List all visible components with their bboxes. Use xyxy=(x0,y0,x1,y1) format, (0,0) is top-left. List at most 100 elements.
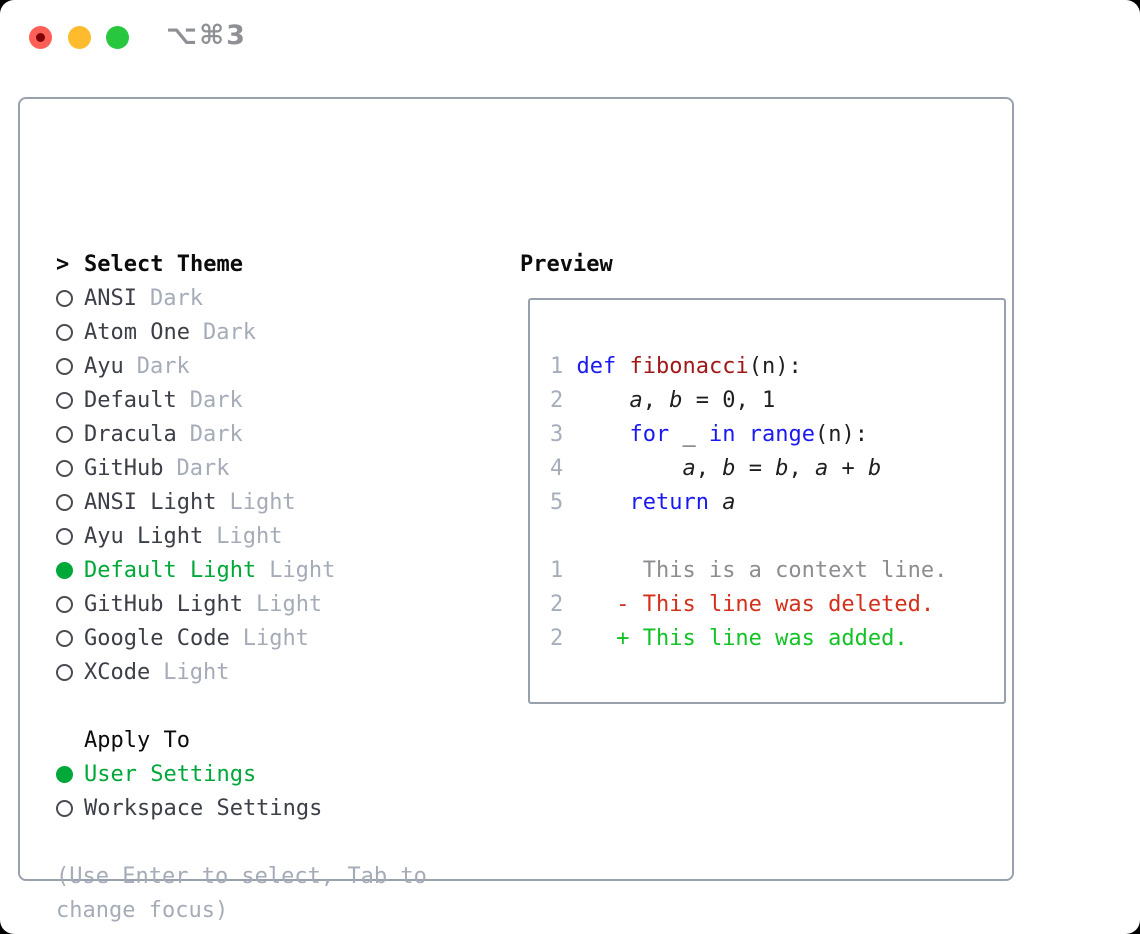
select-theme-title: Select Theme xyxy=(84,251,243,277)
code-token: This is a context line. xyxy=(563,557,948,583)
help-text-line1: (Use Enter to select, Tab to xyxy=(56,863,427,889)
radio-icon xyxy=(56,323,73,341)
theme-variant-tag: Light xyxy=(269,557,336,583)
theme-option-label: Default xyxy=(84,387,177,413)
theme-option-label: Dracula xyxy=(84,421,177,447)
code-token: a xyxy=(629,387,643,413)
radio-icon xyxy=(56,459,73,477)
radio-icon xyxy=(56,629,73,647)
code-line: 2 a, b = 0, 1 xyxy=(550,383,947,417)
code-token: b xyxy=(669,387,683,413)
code-token: (n): xyxy=(814,421,868,447)
code-line: 5 return a xyxy=(550,485,947,519)
theme-option-label: GitHub xyxy=(84,455,164,481)
theme-variant-tag: Light xyxy=(163,659,230,685)
keyboard-shortcut-label: ⌥⌘3 xyxy=(166,20,247,51)
prompt-indicator: > xyxy=(56,251,70,277)
apply-option-workspace-settings[interactable]: Workspace Settings xyxy=(56,791,427,825)
code-token: = 0, 1 xyxy=(682,387,776,413)
theme-option-label: Ayu Light xyxy=(84,523,204,549)
theme-option-label: ANSI xyxy=(84,285,137,311)
apply-to-title: Apply To xyxy=(84,727,190,753)
code-line: 2 + This line was added. xyxy=(550,621,947,655)
theme-option-ansi-light[interactable]: ANSI Light Light xyxy=(56,485,427,519)
theme-option-label: Google Code xyxy=(84,625,230,651)
apply-option-user-settings[interactable]: User Settings xyxy=(56,757,427,791)
code-token: a xyxy=(722,489,736,515)
close-dot-icon xyxy=(36,33,45,42)
radio-icon xyxy=(56,391,73,409)
code-line: 1 This is a context line. xyxy=(550,553,947,587)
radio-icon xyxy=(56,527,73,545)
spacer xyxy=(56,825,427,859)
code-token xyxy=(563,388,629,413)
radio-icon xyxy=(56,357,73,375)
spacer xyxy=(56,689,427,723)
line-number: 2 xyxy=(550,387,564,413)
code-token: _ xyxy=(669,421,709,447)
radio-icon xyxy=(56,425,73,443)
code-token: + xyxy=(828,455,868,481)
select-theme-header: > Select Theme xyxy=(56,247,427,281)
code-token: + This line was added. xyxy=(563,625,908,651)
theme-variant-tag: Light xyxy=(242,625,309,651)
help-text-line2: change focus) xyxy=(56,897,229,923)
code-line: 1 def fibonacci(n): xyxy=(550,349,947,383)
theme-variant-tag: Dark xyxy=(136,353,190,379)
code-token: , xyxy=(642,387,670,413)
code-token: b xyxy=(867,455,882,481)
radio-icon xyxy=(56,799,73,817)
theme-option-default[interactable]: Default Dark xyxy=(56,383,427,417)
code-token: fibonacci xyxy=(629,353,749,379)
radio-icon xyxy=(56,663,73,681)
theme-variant-tag: Light xyxy=(229,489,296,515)
code-token xyxy=(563,456,682,481)
theme-option-ayu[interactable]: Ayu Dark xyxy=(56,349,427,383)
titlebar: ⌥⌘3 xyxy=(0,0,1140,70)
theme-option-github[interactable]: GitHub Dark xyxy=(56,451,427,485)
code-token: , xyxy=(788,455,815,481)
minimize-button[interactable] xyxy=(68,26,91,49)
code-token: b xyxy=(775,455,789,481)
code-line xyxy=(550,519,947,553)
line-number: 1 xyxy=(550,353,564,379)
theme-option-label: Atom One xyxy=(84,319,190,345)
code-token: a xyxy=(814,455,829,481)
theme-option-dracula[interactable]: Dracula Dark xyxy=(56,417,427,451)
theme-variant-tag: Light xyxy=(255,591,323,617)
radio-icon xyxy=(56,493,73,511)
code-line: 2 - This line was deleted. xyxy=(550,587,947,621)
close-button[interactable] xyxy=(29,26,52,49)
theme-variant-tag: Dark xyxy=(176,455,230,481)
line-number: 4 xyxy=(550,455,564,481)
zoom-button[interactable] xyxy=(106,26,129,49)
line-number: 2 xyxy=(550,625,564,651)
code-token: , xyxy=(695,455,723,481)
theme-option-label: ANSI Light xyxy=(84,489,217,515)
code-token xyxy=(735,422,748,447)
theme-option-google-code[interactable]: Google Code Light xyxy=(56,621,427,655)
code-token xyxy=(709,490,722,515)
apply-to-header: Apply To xyxy=(56,723,427,757)
code-token xyxy=(563,490,629,515)
apply-option-label: Workspace Settings xyxy=(84,795,323,821)
code-token xyxy=(563,354,576,379)
code-line: 4 a, b = b, a + b xyxy=(550,451,947,485)
code-line: 3 for _ in range(n): xyxy=(550,417,947,451)
code-token: - This line was deleted. xyxy=(563,591,935,617)
theme-variant-tag: Dark xyxy=(189,387,243,413)
code-token: b xyxy=(722,455,736,481)
theme-option-label: Ayu xyxy=(84,353,124,379)
theme-variant-tag: Dark xyxy=(189,421,243,447)
line-number: 3 xyxy=(550,421,564,447)
